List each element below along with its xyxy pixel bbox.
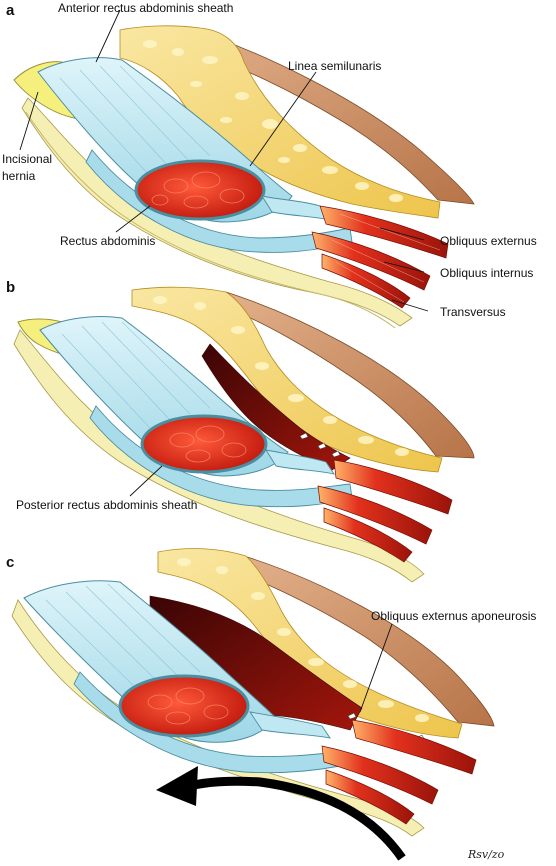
label-obliquus-externus-aponeurosis: Obliquus externus aponeurosis [371,609,536,623]
label-rectus-abdominis: Rectus abdominis [60,234,155,248]
linea-semilunaris-junction [265,449,335,475]
transversus-muscle [321,253,411,309]
artist-signature: Rsv/zo [467,848,505,861]
label-transversus: Transversus [440,305,506,319]
transversus-muscle [325,769,415,825]
skin-layer [243,555,495,727]
panel-letter-a: a [6,2,15,19]
label-incisional-hernia-2: hernia [2,169,36,183]
skin-layer [225,291,475,459]
label-incisional-hernia-1: Incisional [2,152,52,166]
label-linea-semilunaris: Linea semilunaris [288,59,381,73]
panel-letters: a b c [6,2,15,571]
label-anterior-sheath: Anterior rectus abdominis sheath [58,1,233,15]
obliquus-externus-muscle [319,205,449,259]
labels: Anterior rectus abdominis sheath Linea s… [2,1,537,861]
suture-marks [299,432,341,458]
transversus-muscle [323,507,413,563]
retromuscular-plane [201,343,351,471]
panel-letter-b: b [6,279,15,296]
label-posterior-sheath: Posterior rectus abdominis sheath [16,498,197,512]
rectus-abdominis-muscle [118,674,250,738]
obliquus-internus-muscle [311,231,431,291]
obliquus-externus-muscle [351,719,477,775]
subcutaneous-fat [131,286,443,473]
obliquus-externus-muscle [333,459,453,515]
linea-semilunaris-junction [249,711,331,739]
panel-c [11,548,495,861]
rectus-abdominis-muscle [134,159,266,221]
panel-a [13,25,475,329]
obliquus-internus-muscle [317,485,433,545]
linea-semilunaris-junction [261,195,332,221]
label-obliquus-internus: Obliquus internus [440,266,533,280]
subcutaneous-fat [157,548,463,739]
panel-b [13,286,475,583]
rectus-abdominis-muscle [140,414,268,474]
leader-lines [19,9,429,713]
medial-advancement-arrow-shaft [188,776,406,861]
obliquus-internus-muscle [321,745,439,805]
medial-advancement-arrowhead [156,766,198,806]
panel-letter-c: c [6,554,14,571]
skin-layer [185,27,475,205]
label-obliquus-externus: Obliquus externus [440,234,537,248]
